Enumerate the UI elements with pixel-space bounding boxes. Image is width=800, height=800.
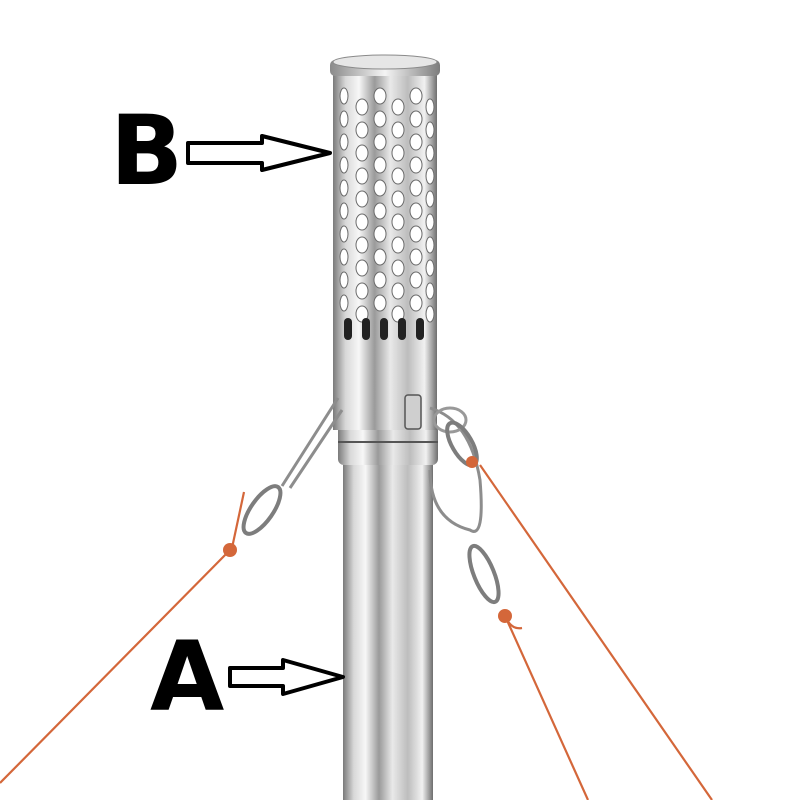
- perforation-hole: [355, 190, 369, 208]
- perforation-hole: [373, 87, 387, 105]
- arrestor-slot: [380, 318, 388, 340]
- perforation-hole: [373, 271, 387, 289]
- perforation-hole: [373, 248, 387, 266]
- perforation-hole: [355, 213, 369, 231]
- perforation-hole: [425, 144, 435, 162]
- perforation-hole: [355, 98, 369, 116]
- right-rope-outer: [479, 464, 713, 800]
- perforation-hole: [391, 167, 405, 185]
- perforation-hole: [425, 259, 435, 277]
- right-ring: [432, 406, 468, 434]
- label-a-group: A: [150, 621, 345, 733]
- top-cap-dome: [332, 54, 438, 70]
- right-lower-knot: [498, 609, 512, 623]
- perforation-hole: [373, 179, 387, 197]
- perforation-hole: [339, 271, 349, 289]
- right-upper-knot: [466, 456, 478, 468]
- perforation-hole: [355, 121, 369, 139]
- left-knot: [223, 543, 237, 557]
- rope-knots: [223, 456, 512, 623]
- perforation-hole: [339, 202, 349, 220]
- perforation-hole: [339, 294, 349, 312]
- perforation-hole: [409, 133, 423, 151]
- right-arrow-icon: [186, 134, 332, 172]
- right-lower-carabiner: [467, 543, 501, 605]
- perforation-hole: [355, 167, 369, 185]
- perforation-hole: [425, 167, 435, 185]
- perforation-hole: [425, 305, 435, 323]
- perforation-hole: [425, 190, 435, 208]
- carabiners: [241, 420, 501, 605]
- lower-pipe-section: [343, 460, 433, 800]
- clamp-latch: [404, 394, 422, 430]
- arrestor-slot: [416, 318, 424, 340]
- perforation-hole: [373, 133, 387, 151]
- perforation-hole: [339, 179, 349, 197]
- perforation-hole: [391, 121, 405, 139]
- perforation-hole: [409, 156, 423, 174]
- guy-ropes: [0, 464, 713, 800]
- perforation-hole: [391, 236, 405, 254]
- perforation-hole: [391, 282, 405, 300]
- perforation-hole: [339, 156, 349, 174]
- perforation-hole: [409, 294, 423, 312]
- wire-stays: [280, 397, 483, 533]
- perforation-hole: [409, 248, 423, 266]
- left-carabiner: [241, 484, 283, 536]
- perforation-hole: [409, 225, 423, 243]
- left-rope: [0, 547, 233, 784]
- perforation-hole: [391, 213, 405, 231]
- perforation-hole: [339, 225, 349, 243]
- perforation-hole: [373, 202, 387, 220]
- perforation-hole: [355, 144, 369, 162]
- perforation-hole: [373, 294, 387, 312]
- perforation-hole: [409, 202, 423, 220]
- label-a: A: [150, 621, 224, 733]
- perforation-hole: [391, 259, 405, 277]
- perforation-hole: [339, 87, 349, 105]
- label-b-group: B: [110, 95, 332, 207]
- perforation-hole: [425, 98, 435, 116]
- right-rope-inner: [504, 617, 590, 800]
- perforation-hole: [409, 110, 423, 128]
- perforation-hole: [391, 98, 405, 116]
- arrestor-slot: [362, 318, 370, 340]
- perforation-hole: [391, 144, 405, 162]
- label-b: B: [110, 95, 183, 207]
- perforation-hole: [355, 236, 369, 254]
- perforation-hole: [425, 213, 435, 231]
- perforation-hole: [339, 248, 349, 266]
- pipe-coupling: [338, 425, 438, 465]
- left-wire-stay-2: [288, 409, 344, 489]
- perforation-hole: [425, 236, 435, 254]
- perforation-hole: [391, 190, 405, 208]
- perforation-hole: [425, 121, 435, 139]
- perforation-hole: [373, 110, 387, 128]
- right-arrow-icon: [228, 658, 345, 696]
- perforation-hole: [425, 282, 435, 300]
- right-wire-loop: [428, 406, 483, 533]
- perforation-hole: [373, 225, 387, 243]
- perforation-hole: [409, 179, 423, 197]
- left-rope-tail: [230, 491, 246, 549]
- arrestor-slot: [344, 318, 352, 340]
- perforation-hole: [339, 133, 349, 151]
- left-wire-stay: [280, 397, 340, 487]
- perforation-hole: [373, 156, 387, 174]
- perforation-hole: [339, 110, 349, 128]
- arrestor-slot: [398, 318, 406, 340]
- perforation-hole: [409, 87, 423, 105]
- perforation-hole: [355, 259, 369, 277]
- perforation-hole: [355, 282, 369, 300]
- spark-arrestor-perforations: [339, 87, 435, 340]
- perforation-hole: [409, 271, 423, 289]
